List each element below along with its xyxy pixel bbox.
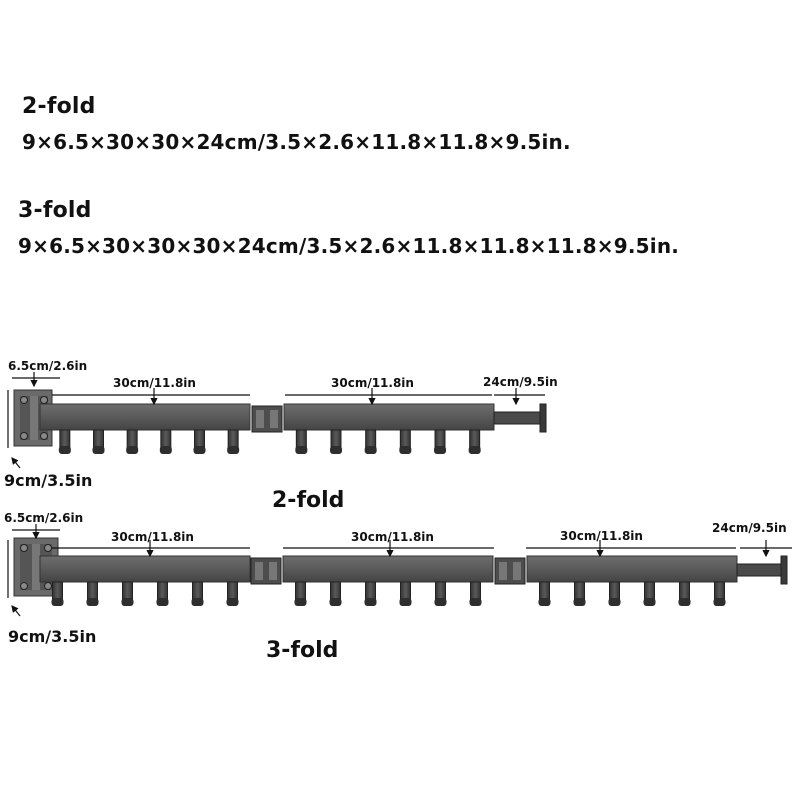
rack-2fold-hook	[330, 429, 342, 454]
base-height-label-3fold: 9cm/3.5in	[8, 627, 96, 646]
arm-segment-2fold-1	[39, 403, 251, 431]
arm-segment-3fold-3	[526, 555, 738, 583]
arm-segment-2fold-2	[283, 403, 495, 431]
rack-2fold-hook	[468, 429, 481, 454]
rack-3fold-hook	[294, 581, 307, 606]
hooks-2fold	[58, 429, 481, 454]
rack-3fold-hook	[538, 581, 551, 606]
segment-label-2fold-1: 30cm/11.8in	[113, 376, 196, 390]
segment-label-3fold-3: 30cm/11.8in	[560, 529, 643, 543]
rack-3fold-hook	[156, 581, 169, 606]
base-width-label-3fold: 6.5cm/2.6in	[4, 511, 83, 525]
spec-2fold-heading: 2-fold	[22, 94, 96, 119]
rack-2fold-hook	[295, 429, 308, 454]
rack-3fold-hook	[434, 581, 447, 606]
hinge-2fold	[251, 405, 283, 433]
rack-2fold-hook	[434, 429, 446, 454]
base-width-label-2fold: 6.5cm/2.6in	[8, 359, 87, 373]
base-height-label-2fold: 9cm/3.5in	[4, 471, 92, 490]
rack-2fold-hook	[92, 429, 105, 454]
extension-rod-2fold	[493, 403, 547, 433]
rack-3fold-hook	[191, 581, 204, 606]
hinge-3fold-2	[494, 557, 526, 585]
spec-2fold-dimensions: 9×6.5×30×30×24cm/3.5×2.6×11.8×11.8×9.5in…	[22, 130, 571, 154]
rack-3fold-hook	[226, 581, 239, 606]
rack-2fold: 6.5cm/2.6in 9cm/3.5in 30cm/11.8in 30cm/1…	[4, 359, 558, 490]
segment-label-3fold-2: 30cm/11.8in	[351, 530, 434, 544]
rack-3fold-hook	[86, 581, 99, 606]
rack-3fold-hook	[121, 581, 134, 606]
rack-3fold-hook	[329, 581, 342, 606]
extension-rod-3fold	[736, 555, 788, 585]
caption-2fold: 2-fold	[272, 488, 345, 513]
caption-3fold: 3-fold	[266, 638, 339, 663]
rack-3fold-hook	[573, 581, 586, 606]
rack-3fold-hook	[713, 581, 726, 606]
spec-3fold-heading: 3-fold	[18, 198, 92, 223]
rack-2fold-hook	[364, 429, 377, 454]
rack-2fold-hook	[399, 429, 412, 454]
rack-3fold-hook	[469, 581, 482, 606]
extension-label-2fold: 24cm/9.5in	[483, 375, 558, 389]
hooks-3fold	[51, 581, 726, 606]
rack-2fold-hook	[193, 429, 206, 454]
rack-3fold-hook	[364, 581, 377, 606]
rack-2fold-hook	[159, 429, 172, 454]
rack-3fold-hook	[643, 581, 656, 606]
arm-segment-3fold-2	[282, 555, 494, 583]
rack-3fold-hook	[608, 581, 621, 606]
extension-label-3fold: 24cm/9.5in	[712, 521, 787, 535]
segment-label-3fold-1: 30cm/11.8in	[111, 530, 194, 544]
rack-3fold-hook	[51, 581, 64, 606]
arm-segment-3fold-1	[39, 555, 251, 583]
rack-3fold-hook	[399, 581, 412, 606]
segment-label-2fold-2: 30cm/11.8in	[331, 376, 414, 390]
rack-2fold-hook	[58, 429, 71, 454]
hinge-3fold-1	[250, 557, 282, 585]
wall-base-2fold	[13, 389, 53, 447]
rack-3fold-hook	[678, 581, 691, 606]
spec-3fold-dimensions: 9×6.5×30×30×30×24cm/3.5×2.6×11.8×11.8×11…	[18, 234, 680, 258]
rack-2fold-hook	[126, 429, 139, 454]
rack-3fold: 6.5cm/2.6in 9cm/3.5in 30cm/11.8in 30cm/1…	[4, 511, 792, 646]
rack-2fold-hook	[227, 429, 240, 454]
